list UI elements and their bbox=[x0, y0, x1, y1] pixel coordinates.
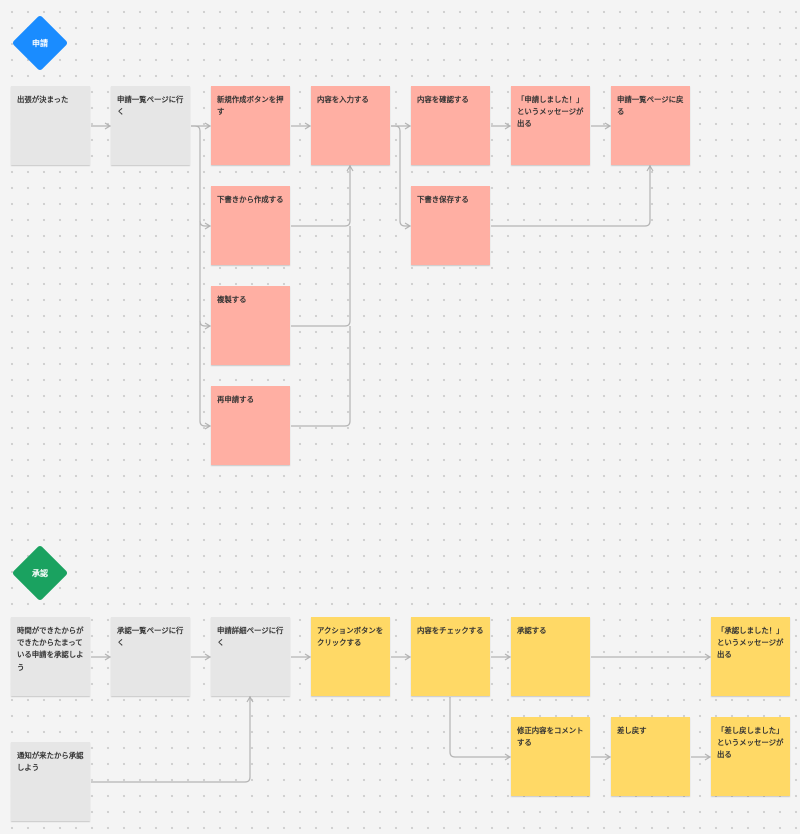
arrowhead bbox=[646, 164, 654, 172]
note-check-content[interactable]: 内容をチェックする bbox=[411, 617, 490, 696]
note-approve[interactable]: 承認する bbox=[511, 617, 590, 696]
connector bbox=[291, 326, 351, 427]
arrowhead bbox=[204, 322, 212, 330]
arrowhead bbox=[204, 422, 212, 430]
apply-connectors bbox=[91, 122, 654, 430]
note-click-action-button[interactable]: アクションボタンをクリックする bbox=[311, 617, 390, 696]
connector bbox=[491, 166, 651, 227]
arrowhead bbox=[304, 653, 312, 661]
note-save-draft[interactable]: 下書き保存する bbox=[411, 186, 490, 265]
note-notification-received[interactable]: 通知が来たから承認しよう bbox=[11, 742, 90, 821]
connector bbox=[291, 226, 351, 327]
note-sent-back-message[interactable]: 「差し戻しました」というメッセージが出る bbox=[711, 717, 790, 796]
arrowhead bbox=[504, 122, 512, 130]
arrowhead bbox=[346, 164, 354, 172]
note-applied-message[interactable]: 「申請しました！」というメッセージが出る bbox=[511, 86, 590, 165]
note-enter-content[interactable]: 内容を入力する bbox=[311, 86, 390, 165]
arrowhead bbox=[604, 753, 612, 761]
arrowhead bbox=[404, 222, 412, 230]
connector bbox=[291, 166, 351, 227]
note-go-to-application-detail[interactable]: 申請詳細ページに行く bbox=[211, 617, 290, 696]
note-have-time-to-approve[interactable]: 時間ができたからができたからたまっている申請を承認しよう bbox=[11, 617, 90, 696]
arrowhead bbox=[504, 753, 512, 761]
arrowhead bbox=[104, 122, 112, 130]
connector bbox=[449, 697, 510, 758]
approve-section-marker[interactable]: 承認 bbox=[11, 544, 69, 602]
arrowhead bbox=[504, 653, 512, 661]
note-duplicate[interactable]: 複製する bbox=[211, 286, 290, 365]
note-create-from-draft[interactable]: 下書きから作成する bbox=[211, 186, 290, 265]
note-trip-decided[interactable]: 出張が決まった bbox=[11, 86, 90, 165]
arrowhead bbox=[104, 653, 112, 661]
connector bbox=[91, 697, 251, 783]
note-confirm-content[interactable]: 内容を確認する bbox=[411, 86, 490, 165]
connector bbox=[191, 125, 210, 427]
arrowhead bbox=[204, 122, 212, 130]
connector bbox=[199, 320, 210, 327]
arrowhead bbox=[704, 653, 712, 661]
arrowhead bbox=[404, 122, 412, 130]
arrowhead bbox=[604, 122, 612, 130]
arrowhead bbox=[246, 695, 254, 703]
note-back-to-application-list[interactable]: 申請一覧ページに戻る bbox=[611, 86, 690, 165]
connector bbox=[391, 125, 410, 227]
apply-section-marker[interactable]: 申請 bbox=[11, 14, 69, 72]
arrowhead bbox=[304, 122, 312, 130]
note-send-back[interactable]: 差し戻す bbox=[611, 717, 690, 796]
approve-section-label: 承認 bbox=[32, 568, 48, 578]
arrowhead bbox=[204, 222, 212, 230]
note-approved-message[interactable]: 「承認しました！」というメッセージが出る bbox=[711, 617, 790, 696]
note-go-to-approval-list[interactable]: 承認一覧ページに行く bbox=[111, 617, 190, 696]
note-comment-revision[interactable]: 修正内容をコメントする bbox=[511, 717, 590, 796]
note-go-to-application-list[interactable]: 申請一覧ページに行く bbox=[111, 86, 190, 165]
arrowhead bbox=[704, 753, 712, 761]
note-reapply[interactable]: 再申請する bbox=[211, 386, 290, 465]
note-press-new-button[interactable]: 新規作成ボタンを押す bbox=[211, 86, 290, 165]
arrowhead bbox=[204, 653, 212, 661]
arrowhead bbox=[404, 653, 412, 661]
apply-section-label: 申請 bbox=[32, 38, 48, 48]
connector bbox=[199, 220, 210, 227]
